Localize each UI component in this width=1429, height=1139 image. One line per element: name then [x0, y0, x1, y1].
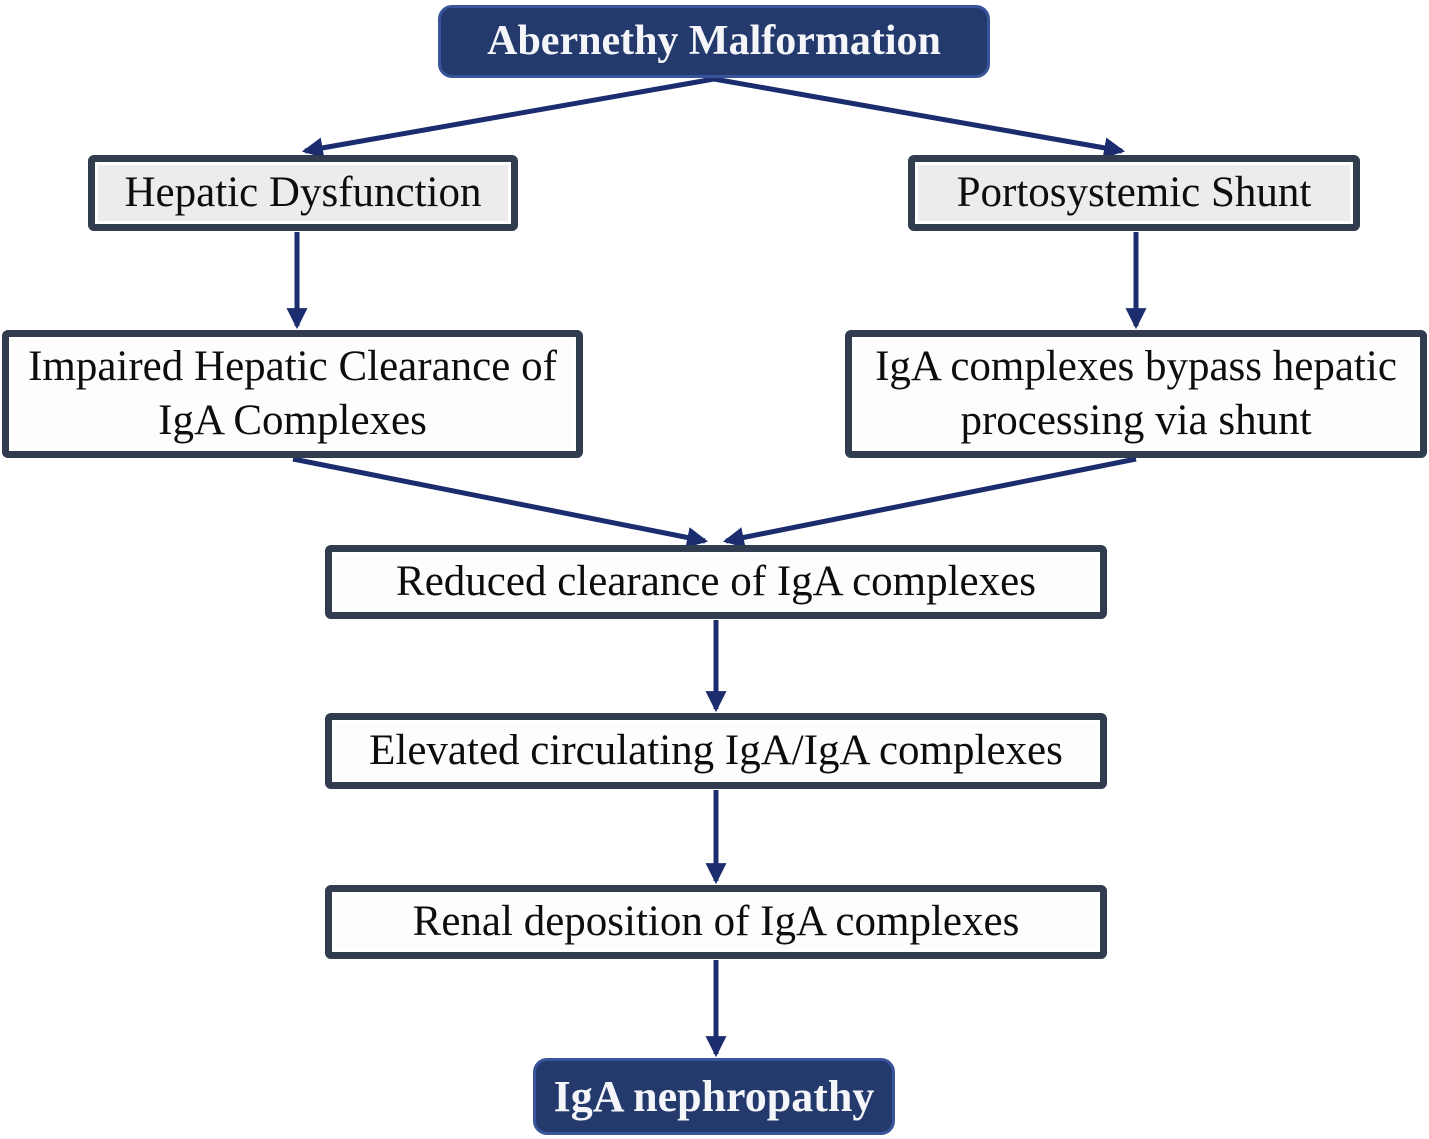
node-renal-deposition-label: Renal deposition of IgA complexes — [412, 897, 1020, 945]
node-portosystemic-shunt-label: Portosystemic Shunt — [956, 168, 1312, 216]
node-hepatic-dysfunction: Hepatic Dysfunction — [88, 155, 518, 231]
node-impaired-hepatic-clearance-label: Impaired Hepatic Clearance of IgA Comple… — [28, 342, 557, 444]
edge-bypass-to-reduced — [722, 456, 1137, 548]
node-iga-complexes-bypass-label: IgA complexes bypass hepatic processing … — [875, 342, 1397, 444]
node-impaired-hepatic-clearance: Impaired Hepatic Clearance of IgA Comple… — [2, 330, 583, 458]
node-hepatic-dysfunction-label: Hepatic Dysfunction — [124, 168, 482, 216]
edge-title-to-hepatic-dysfunction — [301, 76, 715, 159]
node-renal-deposition: Renal deposition of IgA complexes — [325, 885, 1107, 959]
node-iga-nephropathy: IgA nephropathy — [533, 1058, 895, 1135]
node-portosystemic-shunt: Portosystemic Shunt — [908, 155, 1360, 231]
node-iga-complexes-bypass: IgA complexes bypass hepatic processing … — [845, 330, 1427, 458]
node-elevated-circulating-iga: Elevated circulating IgA/IgA complexes — [325, 713, 1107, 789]
node-reduced-clearance-label: Reduced clearance of IgA complexes — [396, 557, 1036, 605]
edge-title-to-portosystemic-shunt — [713, 76, 1126, 159]
node-reduced-clearance: Reduced clearance of IgA complexes — [325, 545, 1107, 619]
node-iga-nephropathy-label: IgA nephropathy — [553, 1071, 875, 1121]
edge-impaired-to-reduced — [292, 456, 709, 548]
node-elevated-circulating-iga-label: Elevated circulating IgA/IgA complexes — [369, 726, 1063, 774]
node-abernethy-malformation: Abernethy Malformation — [438, 5, 990, 78]
node-abernethy-malformation-label: Abernethy Malformation — [487, 18, 941, 65]
